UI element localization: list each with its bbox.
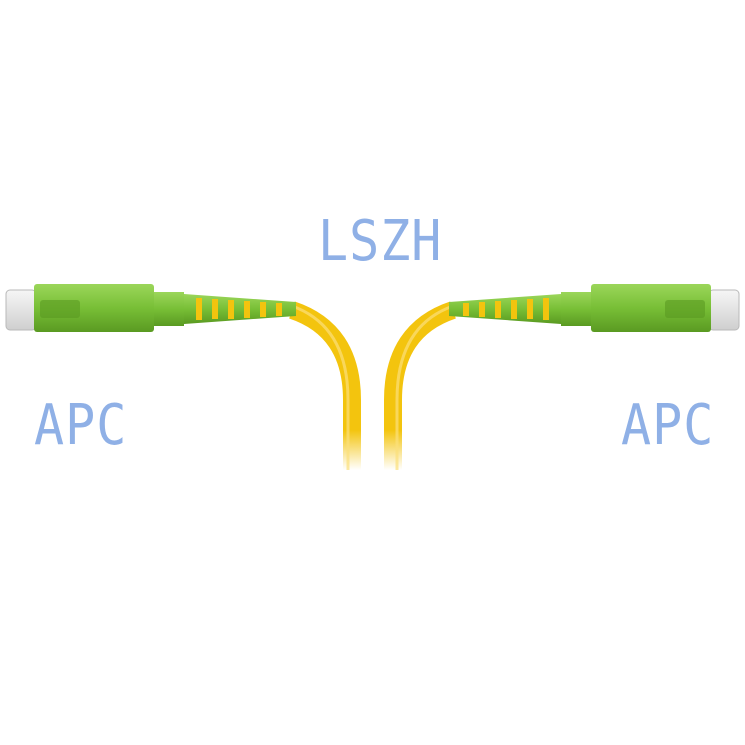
sc-apc-connector-icon <box>449 284 740 332</box>
left-cable <box>288 301 361 470</box>
cable-type-label: LSZH <box>318 208 443 274</box>
sc-apc-connector-icon <box>5 284 296 332</box>
left-polish-label: APC <box>34 392 128 458</box>
right-cable <box>384 301 457 470</box>
right-polish-label: APC <box>621 392 715 458</box>
